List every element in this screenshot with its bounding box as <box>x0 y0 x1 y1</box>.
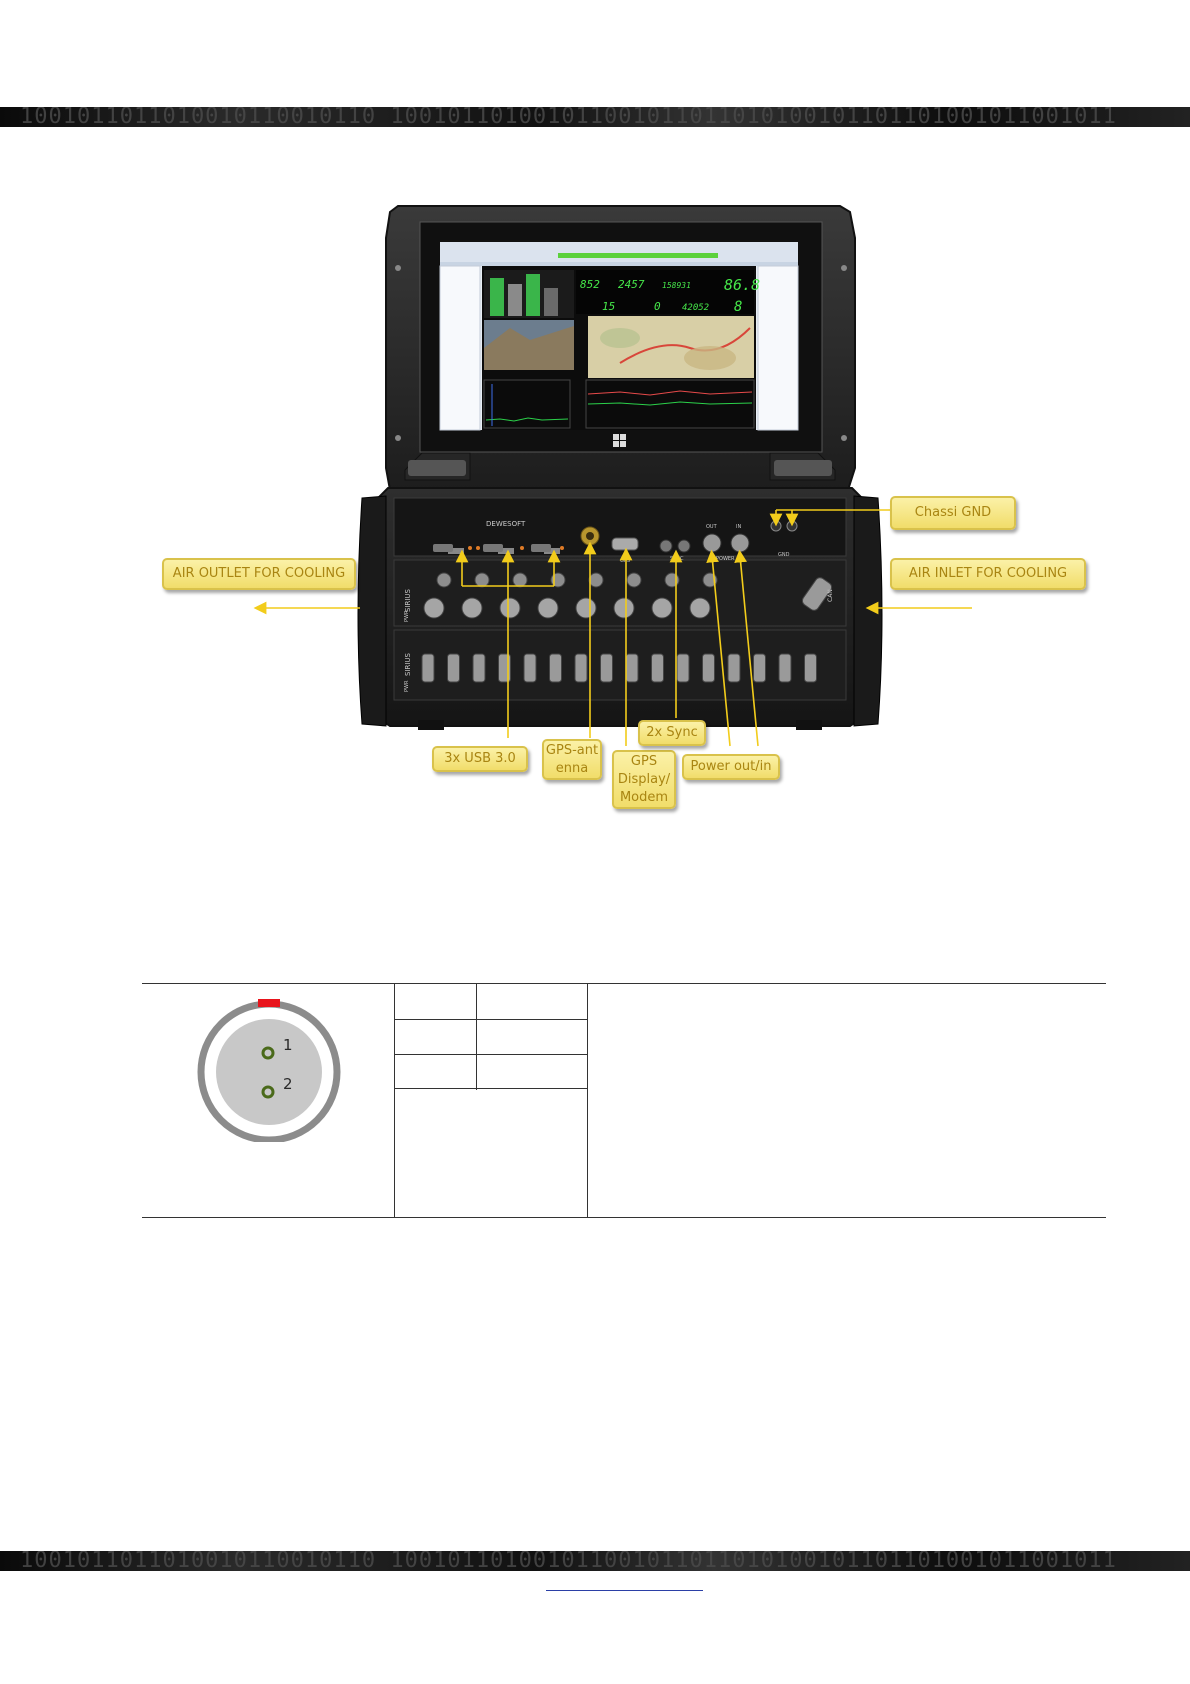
readout-7: 42052 <box>682 303 709 313</box>
dsub-connector <box>523 653 537 683</box>
dsub-connector <box>676 653 690 683</box>
can-port-label: CAN <box>827 589 834 602</box>
in-port-label: IN <box>736 524 741 530</box>
connector-pin-table: 1 2 <box>142 983 1106 1218</box>
pin-2-label: 2 <box>283 1075 293 1093</box>
power-out-leader <box>706 549 731 747</box>
air-outlet-callout: AIR OUTLET FOR COOLING <box>162 558 356 590</box>
bnc-connector <box>423 597 445 619</box>
dsub-connector <box>447 653 460 683</box>
bnc-connector <box>537 597 559 619</box>
sync-callout: 2x Sync <box>638 720 706 746</box>
out-port-label: OUT <box>706 524 718 530</box>
lemo-connector <box>512 572 528 588</box>
gps-antenna-callout: GPS-antenna <box>542 739 602 780</box>
readout-5: 15 <box>602 300 615 313</box>
bnc-connector <box>575 597 597 619</box>
dsub-connector <box>421 653 435 683</box>
header-binary-band: 1001011011010010110010110 10010110100101… <box>0 107 1190 127</box>
gps-port-label: GPS <box>620 558 630 564</box>
analog-module-label: SIRIUS <box>404 588 412 612</box>
footer-binary-band: 1001011011010010110010110 10010110100101… <box>0 1551 1190 1571</box>
bnc-connector <box>613 597 635 619</box>
lemo-connector <box>550 572 566 588</box>
lemo-connector <box>588 572 604 588</box>
hinges <box>404 452 836 481</box>
device-figure: 852 2457 158931 86.8 15 0 42052 8 <box>150 198 1100 818</box>
table-row-line-1 <box>394 1019 587 1020</box>
dsub-connector <box>651 653 664 683</box>
lemo-connector <box>664 572 680 588</box>
readout-3: 158931 <box>662 281 691 290</box>
dsub-connector <box>753 653 766 683</box>
footer-link-underline[interactable] <box>546 1584 703 1591</box>
readout-2: 2457 <box>618 278 645 291</box>
readout-1: 852 <box>580 278 600 291</box>
dsub-connector <box>574 653 588 683</box>
digital-module-label: SIRIUS <box>404 652 412 676</box>
lemo-connector <box>436 572 452 588</box>
connector-diagram <box>197 999 341 1142</box>
chassi-gnd-callout: Chassi GND <box>890 496 1016 530</box>
bnc-connector <box>689 597 711 619</box>
pin-1-icon <box>261 1046 275 1060</box>
power-callout: Power out/in <box>682 754 780 780</box>
footer-binary-text: 1001011011010010110010110 10010110100101… <box>20 1551 1117 1571</box>
lemo-connector <box>474 572 490 588</box>
bnc-connector <box>499 597 521 619</box>
readout-4: 86.8 <box>724 276 760 294</box>
dsub-connector <box>549 653 562 683</box>
bnc-connector <box>651 597 673 619</box>
table-row-line-2 <box>394 1054 587 1055</box>
screen-readouts: 852 2457 158931 86.8 15 0 42052 8 <box>580 276 760 315</box>
power-in-leader <box>734 549 759 747</box>
usb-callout: 3x USB 3.0 <box>432 746 528 772</box>
lemo-connector <box>626 572 642 588</box>
sync-port-label: SYNC <box>670 556 684 562</box>
dsub-connector <box>804 653 817 683</box>
dsub-connectors <box>421 653 817 683</box>
windows-logo-icon <box>613 434 626 447</box>
dsub-connector <box>702 653 715 683</box>
air-inlet-callout: AIR INLET FOR COOLING <box>890 558 1086 590</box>
gps-display-callout: GPS Display/ Modem <box>612 750 676 809</box>
pin-1-label: 1 <box>283 1036 293 1054</box>
dsub-connector <box>727 653 741 683</box>
table-divider-3 <box>587 984 588 1217</box>
panel-brand: DEWESOFT <box>486 520 526 528</box>
device-illustration: 852 2457 158931 86.8 15 0 42052 8 <box>253 205 972 747</box>
table-row-line-3 <box>394 1088 587 1089</box>
dsub-connector <box>625 653 639 683</box>
analog-pwr-label: PWR <box>404 610 410 622</box>
analog-connectors <box>423 572 718 619</box>
connector-key-marker <box>258 999 280 1007</box>
readout-6: 0 <box>654 300 661 313</box>
table-divider-2 <box>476 984 477 1090</box>
dsub-connector <box>472 653 486 683</box>
power-port-label: POWER <box>716 556 735 562</box>
table-divider-1 <box>394 984 395 1217</box>
gnd-port-label: GND <box>778 552 790 558</box>
digital-pwr-label: PWR <box>404 680 410 692</box>
header-binary-text: 1001011011010010110010110 10010110100101… <box>20 107 1117 127</box>
graph-left <box>483 379 571 429</box>
can-connector <box>801 577 833 611</box>
pin-2-icon <box>261 1085 275 1099</box>
dsub-connector <box>778 653 792 683</box>
dsub-connector <box>600 653 613 683</box>
bnc-connector <box>461 597 483 619</box>
readout-8: 8 <box>734 299 742 315</box>
callout-leaders <box>253 509 972 747</box>
